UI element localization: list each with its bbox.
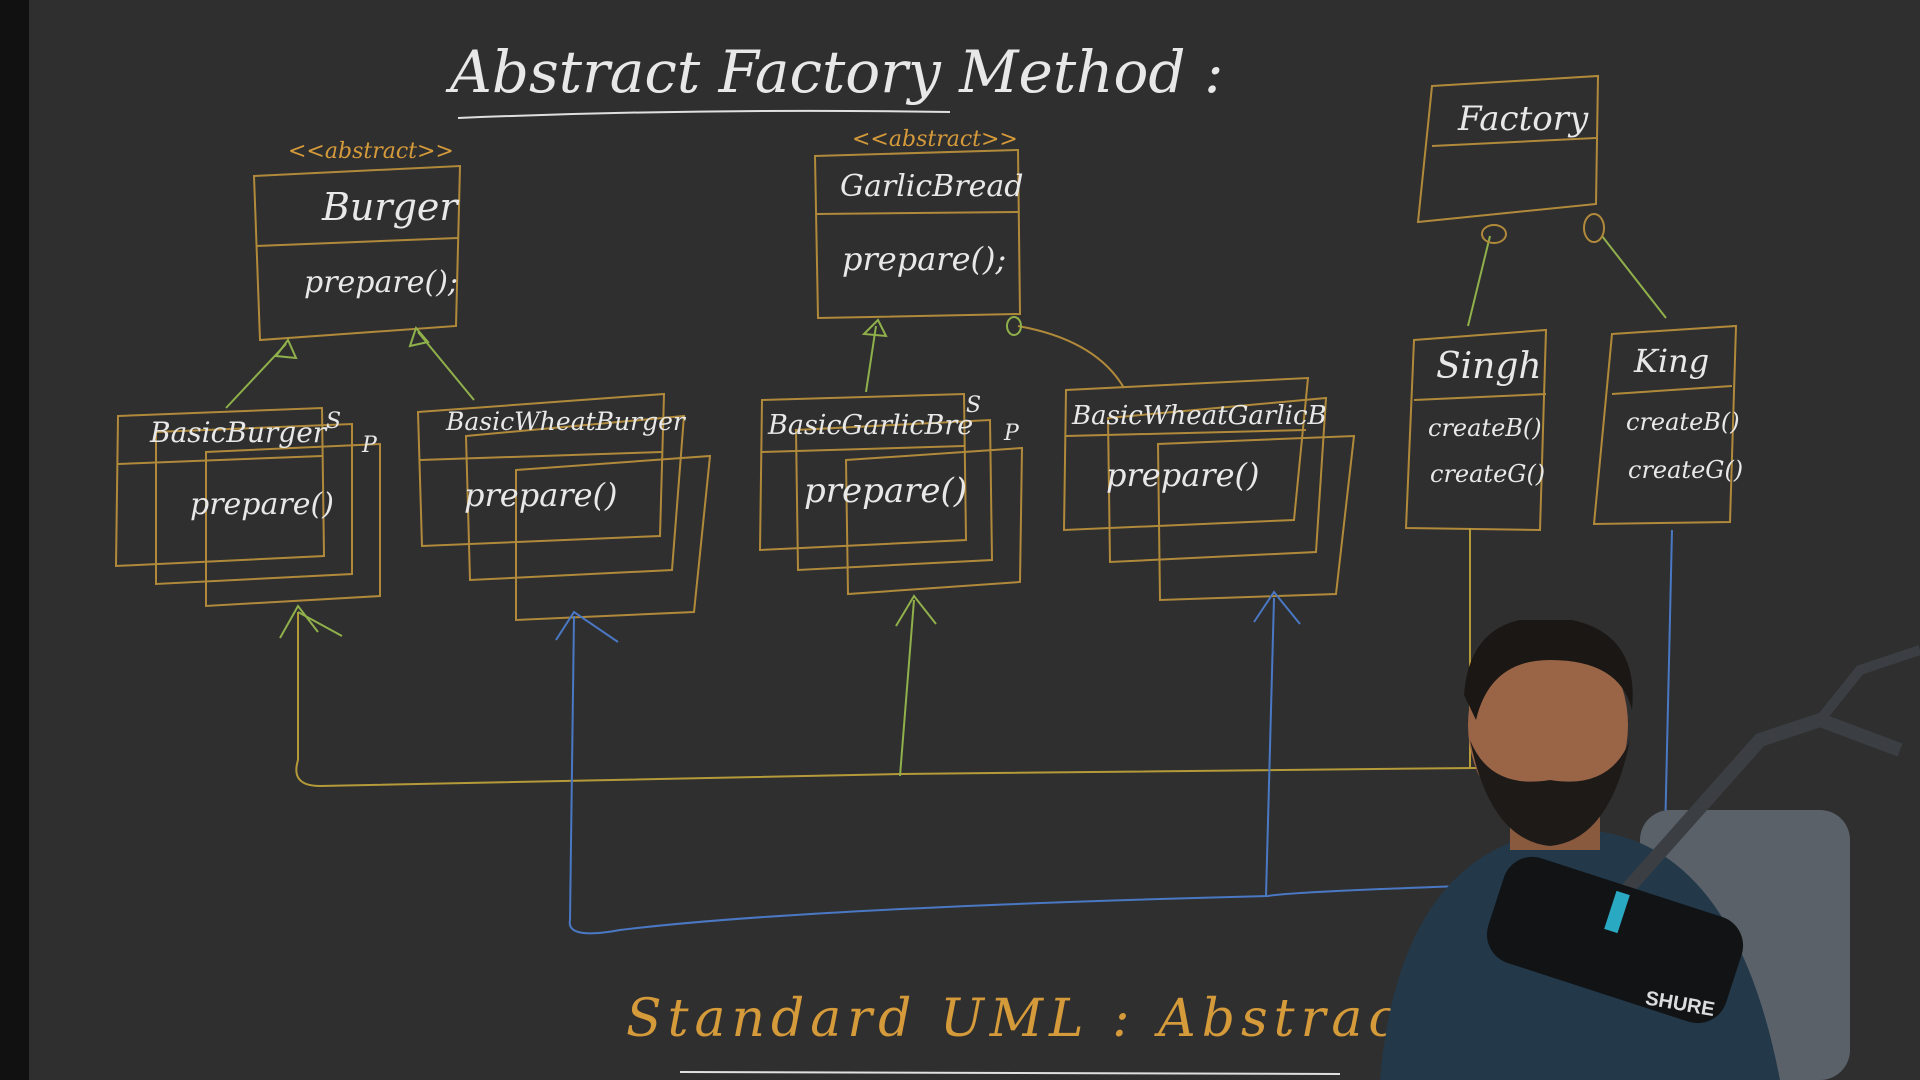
basic-garlic-bread-tag-p: P: [1003, 421, 1020, 446]
bottom-caption: Standard UML : Abstract Fa: [626, 989, 1529, 1049]
burger-divider: [255, 237, 459, 247]
basic-burger-box: [114, 406, 326, 568]
presenter-face: [1468, 625, 1628, 825]
burger-name: Burger: [321, 185, 460, 229]
stereotype-garlic-bread: <<abstract>>: [852, 127, 1018, 152]
blue-connector-main: [568, 529, 1673, 935]
presenter-hair: [1464, 620, 1633, 720]
arrowhead-burger-2: [408, 326, 430, 348]
presenter-beard: [1470, 740, 1630, 846]
basic-wheat-garlic-box: [1062, 376, 1310, 532]
class-basic-burger: BasicBurger prepare() S P: [114, 406, 381, 608]
arrowhead-to-basic-burger: [279, 604, 319, 639]
class-burger: <<abstract>> Burger prepare();: [252, 139, 462, 342]
arrowhead-garlic-1: [861, 318, 888, 338]
diagram-title: Abstract Factory Method :: [445, 38, 1224, 106]
garlic-bread-name: GarlicBread: [840, 169, 1023, 204]
basic-garlic-bread-name: BasicGarlicBre: [767, 410, 973, 441]
basic-wheat-burger-divider: [419, 451, 663, 461]
king-method-1: createB(): [1626, 408, 1740, 436]
garlic-bread-divider: [815, 211, 1019, 215]
king-name: King: [1633, 342, 1709, 380]
singh-box: [1404, 328, 1548, 532]
arrowhead-to-basic-garlic: [895, 594, 937, 627]
singh-method-1: createB(): [1428, 414, 1542, 442]
arrow-wheat-garlic-to-garlic: [1017, 325, 1125, 389]
title-underline: [457, 109, 951, 119]
arrowhead-tail-basic-burger: [297, 611, 343, 637]
presenter-webcam-overlay: SHURE: [1340, 620, 1920, 1080]
arrow-wheat-burger-to-burger: [417, 331, 475, 401]
singh-name: Singh: [1436, 346, 1542, 387]
class-basic-wheat-garlic: BasicWheatGarlicB prepare(): [1062, 376, 1356, 602]
arrow-basic-garlic-to-garlic: [865, 325, 877, 393]
factory-name: Factory: [1457, 99, 1589, 139]
basic-burger-shadow-1: [155, 422, 353, 586]
basic-wheat-garlic-divider: [1065, 429, 1307, 437]
basic-garlic-bread-method: prepare(): [804, 471, 967, 511]
blue-connector-to-wheat-garlic: [1265, 597, 1275, 897]
left-edge-strip: [0, 0, 29, 1080]
class-garlic-bread: <<abstract>> GarlicBread prepare();: [813, 127, 1023, 320]
arrowhead-to-wheat-garlic: [1253, 590, 1301, 625]
basic-wheat-burger-shadow-2: [515, 454, 712, 622]
microphone-icon: [1486, 856, 1744, 1024]
basic-burger-method: prepare(): [190, 487, 334, 522]
class-factory: Factory: [1416, 74, 1600, 224]
arrowhead-to-wheat-burger: [555, 610, 619, 643]
basic-garlic-bread-box: [758, 392, 968, 552]
king-box: [1592, 324, 1738, 526]
king-method-2: createG(): [1628, 456, 1743, 484]
basic-wheat-garlic-method: prepare(): [1106, 456, 1259, 494]
garlic-bread-box: [813, 148, 1022, 320]
arrowhead-burger-1: [274, 338, 298, 360]
class-singh: Singh createB() createG(): [1404, 328, 1548, 532]
basic-garlic-bread-tag-s: S: [966, 393, 981, 418]
arrow-singh-to-factory: [1467, 235, 1491, 327]
basic-burger-shadow-2: [205, 442, 381, 608]
basic-garlic-bread-shadow-2: [844, 446, 1024, 596]
basic-wheat-garlic-shadow-1: [1106, 396, 1328, 564]
mic-boom-arm: [1594, 712, 1903, 925]
basic-burger-name: BasicBurger: [149, 416, 328, 449]
burger-box: [252, 164, 462, 342]
factory-box: [1416, 74, 1600, 224]
basic-garlic-bread-shadow-1: [794, 418, 994, 572]
basic-wheat-garlic-shadow-2: [1156, 434, 1356, 602]
green-connector-main: [295, 612, 1475, 788]
green-connector-to-basic-garlic: [899, 599, 915, 777]
arrow-king-to-factory: [1601, 235, 1667, 319]
class-basic-garlic-bread: BasicGarlicBre prepare() S P: [758, 392, 1024, 596]
bottom-caption-underline: [679, 1071, 1341, 1075]
garlic-bread-method: prepare();: [842, 240, 1006, 278]
stereotype-burger: <<abstract>>: [288, 139, 454, 164]
arrowhead-garlic-2: [1006, 316, 1022, 336]
basic-garlic-bread-divider: [761, 445, 965, 453]
arrowhead-factory-1: [1481, 224, 1507, 244]
basic-wheat-burger-name: BasicWheatBurger: [445, 407, 687, 436]
mic-boom-arm-upper: [1816, 645, 1920, 724]
king-divider: [1611, 385, 1733, 395]
basic-burger-tag-p: P: [361, 433, 378, 458]
factory-divider: [1431, 137, 1597, 147]
presenter-illustration: SHURE: [1380, 620, 1920, 1080]
basic-wheat-burger-shadow-1: [464, 414, 686, 582]
basic-wheat-burger-method: prepare(): [464, 476, 617, 514]
mic-indicator-light: [1604, 890, 1630, 934]
basic-wheat-garlic-name: BasicWheatGarlicB: [1071, 401, 1327, 431]
singh-divider: [1413, 393, 1547, 401]
arrowhead-factory-2: [1583, 213, 1605, 243]
class-king: King createB() createG(): [1592, 324, 1743, 526]
class-basic-wheat-burger: BasicWheatBurger prepare(): [416, 392, 712, 622]
basic-burger-tag-s: S: [326, 409, 341, 434]
basic-wheat-burger-box: [416, 392, 666, 548]
singh-method-2: createG(): [1430, 460, 1545, 488]
basic-burger-divider: [117, 455, 323, 465]
burger-method: prepare();: [304, 265, 458, 300]
